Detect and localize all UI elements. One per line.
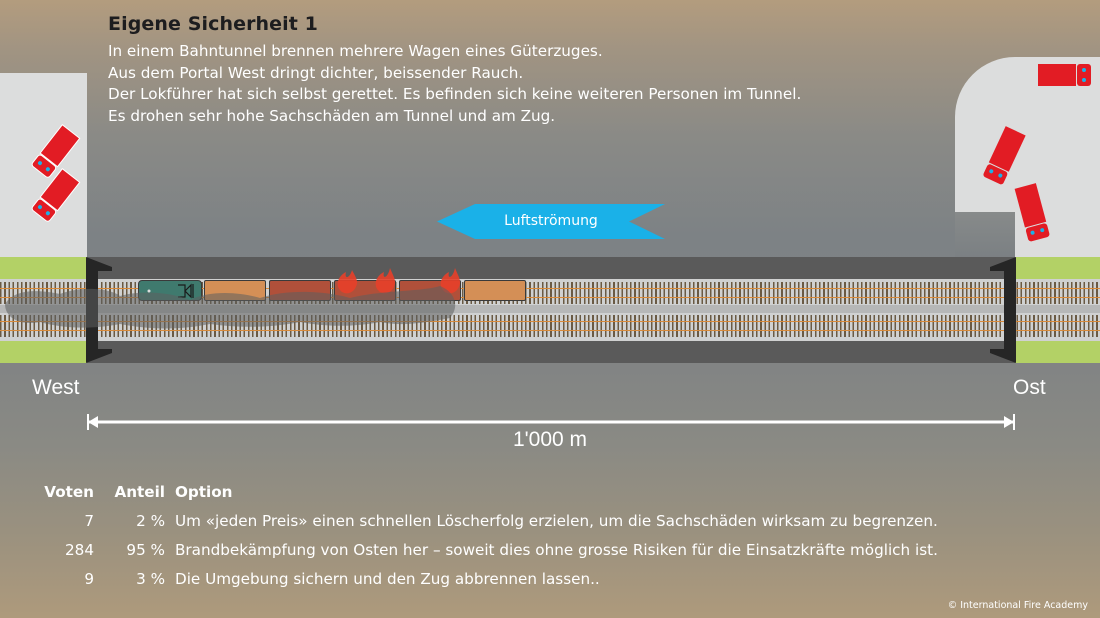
- votes-value: 284: [65, 540, 94, 559]
- share-value: 3 %: [136, 569, 165, 588]
- west-portal: [86, 257, 112, 363]
- distance-arrow: [87, 414, 1015, 430]
- east-staging-notch: [955, 212, 1015, 258]
- poll-results: Voten Anteil Option 7 2 % Um «jeden Prei…: [30, 477, 938, 593]
- east-fire-trucks: [983, 64, 1091, 242]
- east-portal: [990, 257, 1016, 363]
- east-grass: [1015, 257, 1100, 363]
- flame-icon: [440, 268, 461, 294]
- smoke-cloud: [5, 286, 456, 329]
- option-text: Brandbekämpfung von Osten her – soweit d…: [175, 540, 938, 559]
- wagon: [464, 280, 526, 301]
- airflow-label: Luftströmung: [504, 213, 598, 229]
- option-text: Die Umgebung sichern und den Zug abbrenn…: [175, 569, 600, 588]
- poll-row: 7 2 % Um «jeden Preis» einen schnellen L…: [30, 506, 938, 535]
- votes-value: 9: [84, 569, 94, 588]
- fire-truck-icon: [31, 124, 81, 178]
- poll-header-row: Voten Anteil Option: [30, 477, 938, 506]
- description-line: Aus dem Portal West dringt dichter, beis…: [108, 63, 524, 82]
- flame-icon: [375, 268, 396, 294]
- poll-row: 9 3 % Die Umgebung sichern und den Zug a…: [30, 564, 938, 593]
- page-title: Eigene Sicherheit 1: [108, 13, 318, 35]
- scenario-description: In einem Bahntunnel brennen mehrere Wage…: [108, 41, 801, 127]
- track-separator: [0, 305, 1100, 313]
- fire-flames: [337, 268, 461, 294]
- votes-value: 7: [84, 511, 94, 530]
- description-line: Es drohen sehr hohe Sachschäden am Tunne…: [108, 106, 556, 125]
- poll-row: 284 95 % Brandbekämpfung von Osten her –…: [30, 535, 938, 564]
- fire-truck-icon: [1038, 64, 1091, 86]
- copyright-notice: © International Fire Academy: [947, 600, 1088, 611]
- votes-header: Voten: [44, 482, 94, 501]
- share-value: 2 %: [136, 511, 165, 530]
- description-line: Der Lokführer hat sich selbst gerettet. …: [108, 85, 802, 103]
- airflow-indicator: Luftströmung: [437, 204, 665, 239]
- locomotive-cab-icon: [147, 283, 194, 299]
- option-header: Option: [175, 482, 233, 501]
- fire-truck-icon: [983, 126, 1026, 185]
- fire-truck-icon: [31, 168, 81, 222]
- arrow-left-icon: [437, 204, 665, 239]
- share-header: Anteil: [114, 482, 165, 501]
- description-line: In einem Bahntunnel brennen mehrere Wage…: [108, 42, 603, 60]
- west-label: West: [32, 376, 80, 399]
- fire-truck-icon: [1014, 183, 1050, 242]
- flame-icon: [337, 270, 358, 294]
- west-fire-trucks: [31, 124, 81, 222]
- share-value: 95 %: [126, 540, 165, 559]
- option-text: Um «jeden Preis» einen schnellen Löscher…: [175, 511, 938, 530]
- west-grass: [0, 257, 87, 363]
- distance-label: 1'000 m: [512, 428, 588, 451]
- east-label: Ost: [1013, 376, 1046, 399]
